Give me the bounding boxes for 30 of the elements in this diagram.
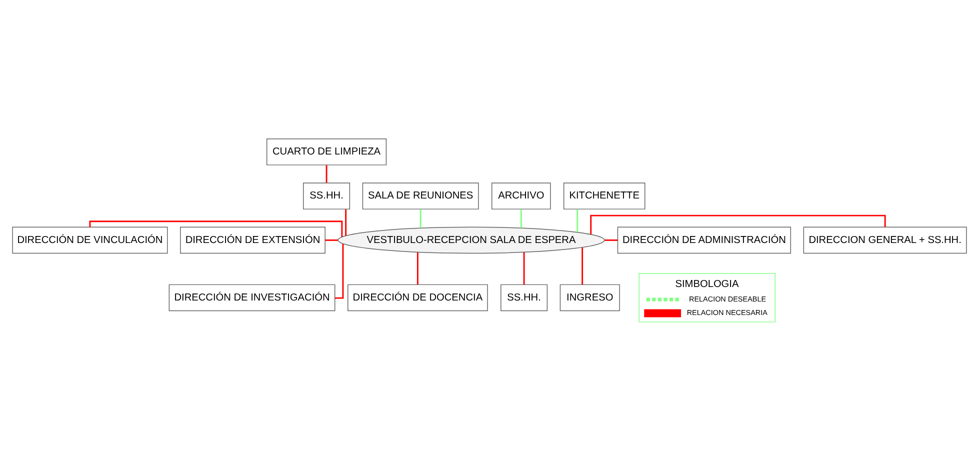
node-box: ARCHIVO — [491, 182, 551, 209]
connector — [420, 208, 422, 228]
node-box: INGRESO — [560, 284, 620, 311]
node-box: SALA DE REUNIONES — [362, 182, 479, 209]
connector — [582, 246, 584, 284]
node-box: CUARTO DE LIMPIEZA — [266, 138, 387, 165]
connector — [334, 243, 344, 298]
connector — [326, 164, 328, 182]
node-box: DIRECCIÓN DE ADMINISTRACIÓN — [617, 226, 792, 254]
connector — [89, 220, 343, 236]
node-box: KITCHENETTE — [563, 182, 646, 209]
connector — [576, 208, 578, 232]
connector — [325, 238, 338, 240]
connector — [416, 252, 418, 284]
node-box: DIRECCIÓN DE DOCENCIA — [348, 284, 488, 311]
connector — [604, 238, 618, 240]
node-box: SS.HH. — [500, 284, 548, 311]
connector — [523, 252, 525, 284]
node-box: DIRECCIÓN DE INVESTIGACIÓN — [168, 284, 336, 311]
connector — [520, 208, 522, 228]
connector — [345, 208, 347, 236]
node-box: DIRECCION GENERAL + SS.HH. — [803, 226, 967, 254]
node-box: SS.HH. — [303, 182, 350, 209]
node-box: DIRECCIÓN DE VINCULACIÓN — [12, 226, 168, 254]
label: SIMBOLOGIA — [675, 278, 739, 290]
legend-label: RELACION NECESARIA — [686, 308, 768, 317]
node-ellipse: VESTIBULO-RECEPCION SALA DE ESPERA — [338, 226, 605, 254]
connector — [590, 214, 886, 234]
node-box: DIRECCIÓN DE EXTENSIÓN — [180, 226, 326, 254]
legend-label: RELACION DESEABLE — [689, 294, 766, 303]
